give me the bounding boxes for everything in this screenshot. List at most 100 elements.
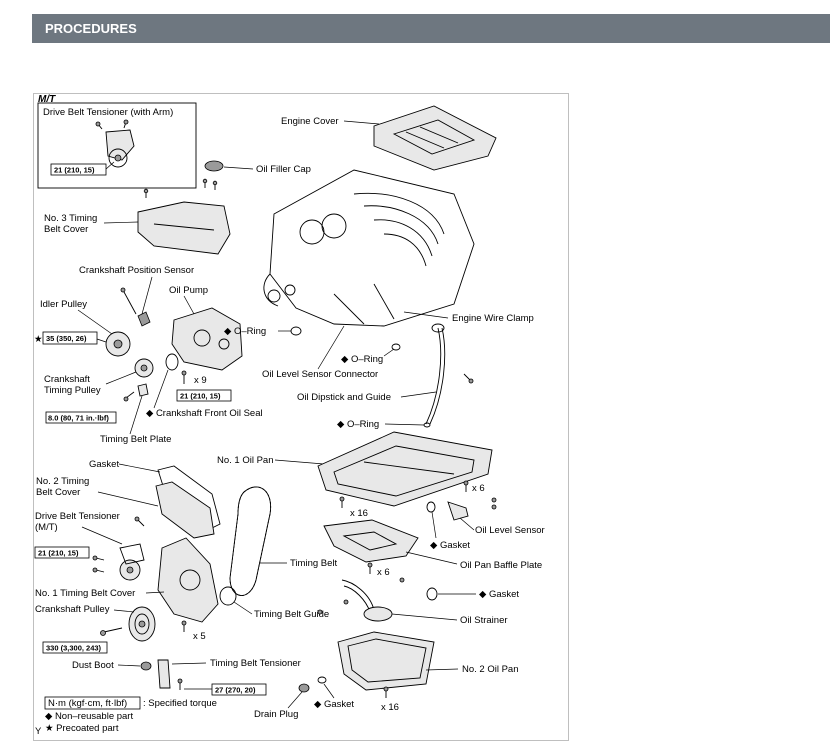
label-no1-cover: No. 1 Timing Belt Cover [35, 588, 135, 599]
oring-sensor-drawing [391, 343, 401, 351]
label-no2-cover-line2: Belt Cover [36, 487, 80, 498]
label-timing-belt: Timing Belt [290, 558, 338, 569]
label-oring-sensor: ◆ O–Ring [341, 354, 383, 365]
label-dust-boot: Dust Boot [72, 660, 114, 671]
torque-oil-pump: 21 (210, 15) [180, 392, 221, 401]
torque-crank-pulley: 330 (3,300, 243) [46, 644, 102, 653]
label-oring-dipstick: ◆ O–Ring [337, 419, 379, 430]
legend-unit-desc: : Specified torque [143, 698, 217, 709]
label-oil-strainer: Oil Strainer [460, 615, 508, 626]
drive-belt-tensioner-mt-drawing [92, 516, 145, 581]
count-x6b: x 6 [377, 567, 390, 578]
exploded-parts-diagram: M/T Drive Belt Tensioner (with Arm) 21 (… [33, 93, 569, 741]
idler-pulley-drawing [105, 331, 131, 357]
cover-bolts-lower [181, 620, 187, 632]
oil-level-sensor-drawing [426, 501, 469, 521]
engine-cover-drawing [373, 105, 497, 171]
label-crank-timing-pulley-line1: Crankshaft [44, 374, 90, 385]
pan2-bolts [383, 686, 389, 698]
tensioner-inset-box [37, 102, 197, 189]
label-idler-pulley: Idler Pulley [40, 299, 87, 310]
crank-front-oil-seal-drawing [165, 353, 179, 371]
label-engine-wire-clamp: Engine Wire Clamp [452, 313, 534, 324]
torque-box-tensioner-mt [34, 546, 90, 559]
oil-dipstick-drawing [425, 323, 474, 425]
engine-block-drawing [263, 169, 475, 327]
torque-box-plate [45, 411, 117, 424]
count-x16a: x 16 [350, 508, 368, 519]
label-oring-pump: ◆ O–Ring [224, 326, 266, 337]
torque-box-tb-tensioner [211, 683, 267, 696]
torque-box-oil-pump [176, 389, 232, 402]
dust-boot-drawing [140, 661, 152, 671]
label-drive-belt-tensioner-mt-line2: (M/T) [35, 522, 58, 533]
label-no2-oil-pan: No. 2 Oil Pan [462, 664, 519, 675]
oil-filler-cap-drawing [204, 160, 224, 172]
torque-box-idler [42, 331, 98, 345]
precoat-star-idler: ★ [34, 334, 43, 345]
label-no1-oil-pan: No. 1 Oil Pan [217, 455, 274, 466]
torque-box-crank-pulley [42, 641, 108, 654]
oring-pump-drawing [290, 326, 302, 336]
no1-timing-belt-cover-drawing [157, 537, 219, 623]
transmission-variant-label: M/T [38, 94, 56, 105]
label-crank-front-oil-seal: ◆ Crankshaft Front Oil Seal [146, 408, 263, 419]
crank-pulley-drawing [100, 606, 156, 642]
label-oil-filler-cap: Oil Filler Cap [256, 164, 311, 175]
label-tb-tensioner: Timing Belt Tensioner [210, 658, 301, 669]
label-oil-level-sensor-connector: Oil Level Sensor Connector [262, 369, 378, 380]
timing-belt-plate-drawing [123, 383, 149, 402]
no2-oil-pan-drawing [317, 609, 435, 691]
tensioner-arm-drawing [95, 119, 135, 168]
timing-belt-drawing [229, 486, 272, 596]
label-gasket-drain: ◆ Gasket [314, 699, 354, 710]
torque-box-tensioner-arm [50, 163, 107, 176]
timing-belt-tensioner-drawing [157, 659, 183, 690]
count-x9: x 9 [194, 375, 207, 386]
pan-bolts-right [463, 480, 497, 510]
label-crank-pulley: Crankshaft Pulley [35, 604, 110, 615]
section-title: PROCEDURES [45, 21, 137, 36]
label-drive-belt-tensioner-mt-line1: Drive Belt Tensioner [35, 511, 120, 522]
label-timing-belt-guide: Timing Belt Guide [254, 609, 329, 620]
legend-y-mark: Y [35, 726, 42, 737]
diagram-canvas: M/T Drive Belt Tensioner (with Arm) 21 (… [34, 94, 545, 737]
label-no3-cover-line2: Belt Cover [44, 224, 88, 235]
label-oil-pump: Oil Pump [169, 285, 208, 296]
pump-bolts [181, 370, 187, 384]
no1-oil-pan-drawing [317, 431, 493, 507]
timing-belt-guide-drawing [219, 586, 237, 606]
section-header-bar: PROCEDURES [32, 14, 830, 43]
legend-non-reusable: ◆ Non–reusable part [45, 711, 133, 722]
label-crank-timing-pulley-line2: Timing Pulley [44, 385, 101, 396]
oring-dipstick-drawing [423, 422, 431, 428]
label-drain-plug: Drain Plug [254, 709, 298, 720]
pan-bolts-left [339, 496, 345, 508]
label-oil-level-sensor: Oil Level Sensor [475, 525, 545, 536]
torque-tensioner-mt: 21 (210, 15) [38, 549, 79, 558]
label-oil-dipstick: Oil Dipstick and Guide [297, 392, 391, 403]
label-gasket-sensor: ◆ Gasket [430, 540, 470, 551]
count-x6a: x 6 [472, 483, 485, 494]
crank-position-sensor-drawing [120, 287, 151, 327]
torque-tensioner-arm: 21 (210, 15) [54, 166, 95, 175]
count-x5: x 5 [193, 631, 206, 642]
torque-plate: 8.0 (80, 71 in.·lbf) [48, 414, 109, 423]
label-gasket-cover: Gasket [89, 459, 119, 470]
cover-bolts [143, 178, 218, 198]
label-no3-cover-line1: No. 3 Timing [44, 213, 97, 224]
crank-timing-pulley-drawing [134, 358, 154, 378]
oil-strainer-drawing [341, 577, 438, 622]
baffle-plate-drawing [323, 519, 419, 563]
torque-tb-tensioner: 27 (270, 20) [215, 686, 256, 695]
label-crank-position-sensor: Crankshaft Position Sensor [79, 265, 194, 276]
inset-title: Drive Belt Tensioner (with Arm) [43, 107, 173, 118]
label-baffle-plate: Oil Pan Baffle Plate [460, 560, 542, 571]
no3-timing-belt-cover-drawing [137, 201, 231, 255]
legend-torque-box [44, 696, 141, 710]
label-no2-cover-line1: No. 2 Timing [36, 476, 89, 487]
drain-plug-drawing [298, 676, 327, 693]
legend-precoated: ★ Precoated part [45, 723, 119, 734]
torque-idler: 35 (350, 26) [46, 334, 87, 343]
count-x16b: x 16 [381, 702, 399, 713]
